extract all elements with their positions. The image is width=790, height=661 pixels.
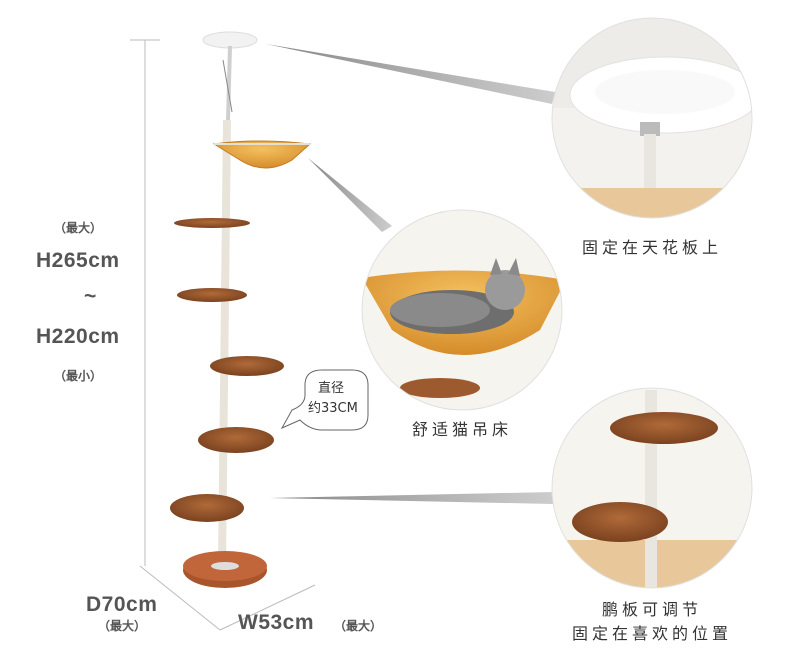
connector-ceiling xyxy=(266,44,555,104)
width-label: W53cm xyxy=(238,611,315,634)
height-max-tag: （最大） xyxy=(54,221,103,235)
depth-tag: （最大） xyxy=(98,619,147,633)
caption-platform-line1: 鹏板可调节 xyxy=(601,600,702,619)
height-dimension-line xyxy=(130,39,316,631)
height-min-tag: （最小） xyxy=(54,369,103,383)
diameter-bubble xyxy=(280,369,369,431)
caption-hammock: 舒适猫吊床 xyxy=(411,420,512,439)
diameter-note-line2: 约33CM xyxy=(308,401,358,416)
cat-tree xyxy=(170,31,312,588)
height-min-label: H220cm xyxy=(36,325,120,348)
detail-platforms xyxy=(551,387,753,589)
depth-label: D70cm xyxy=(86,593,158,616)
caption-ceiling-mount: 固定在天花板上 xyxy=(581,238,722,257)
diameter-note-line1: 直径 xyxy=(318,381,345,396)
height-range-separator: ~ xyxy=(84,285,97,308)
connector-hammock xyxy=(308,158,392,232)
height-max-label: H265cm xyxy=(36,249,120,272)
detail-ceiling-mount xyxy=(551,17,753,219)
caption-platform-line2: 固定在喜欢的位置 xyxy=(571,624,732,643)
connector-platform xyxy=(270,492,553,504)
detail-hammock xyxy=(361,209,563,411)
width-tag: （最大） xyxy=(334,619,383,633)
